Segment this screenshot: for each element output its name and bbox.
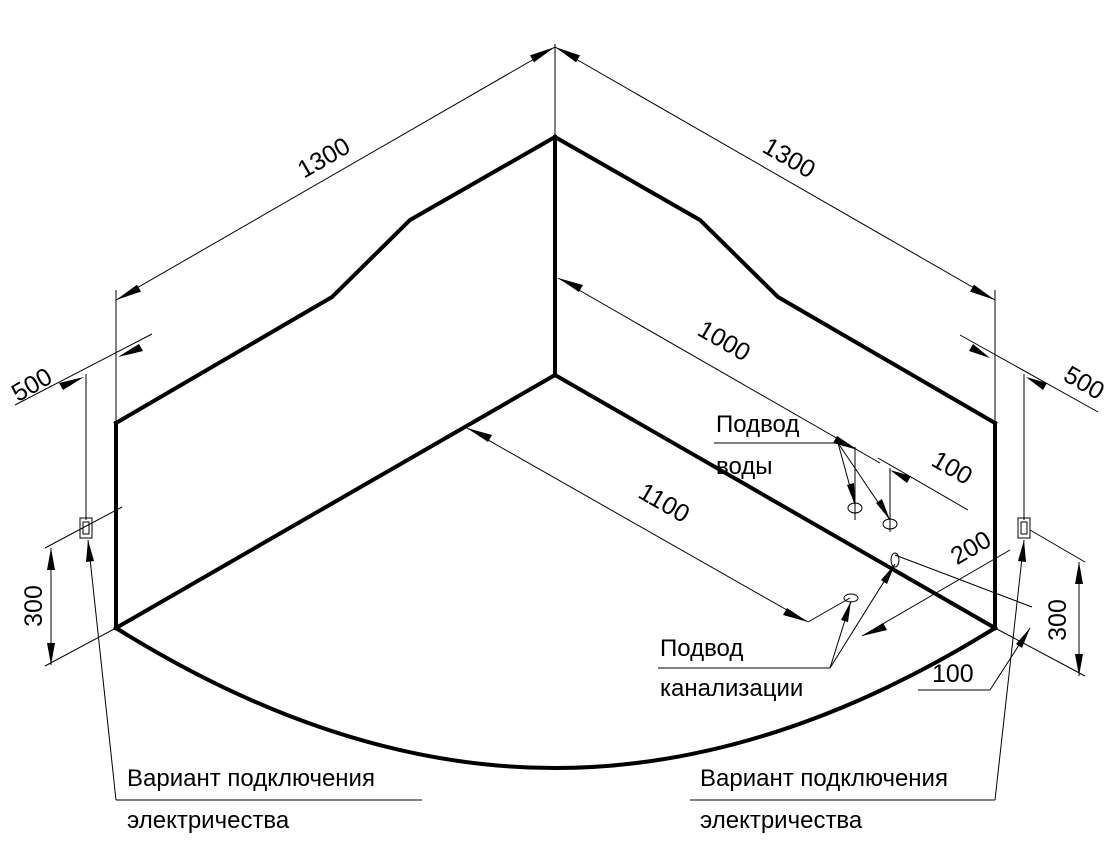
dimension-label: 1100 — [634, 478, 695, 529]
right-floor-edge — [552, 372, 998, 631]
dimension-label: 100 — [932, 660, 974, 688]
extension-line — [894, 554, 1033, 608]
water-supply-callout: Подвод воды — [714, 411, 898, 530]
dimension-top-right: 1300 — [554, 46, 996, 423]
arrowhead — [47, 643, 55, 665]
right-panel-top-edge — [552, 134, 998, 426]
electric-right-callout: Вариант подключения электричества — [690, 517, 1031, 834]
electric-label: электричества — [700, 807, 863, 834]
dimension-right-offset: 500 — [959, 334, 1109, 520]
leader-line — [87, 539, 117, 801]
arrowhead — [841, 601, 851, 622]
arrowhead — [1075, 562, 1083, 584]
extension-line — [44, 627, 117, 667]
water-inlet-icon — [882, 518, 898, 530]
dimension-label: 1000 — [693, 315, 755, 367]
drain-label: канализации — [660, 675, 803, 702]
dimension-drain-bottom: 100 — [918, 627, 1031, 691]
dimension-line — [959, 334, 1099, 413]
dimension-top-left: 1300 — [115, 44, 556, 423]
water-inlet-icon — [847, 502, 863, 514]
dimension-line — [877, 457, 969, 511]
drain-callout: Подвод канализации — [658, 552, 900, 702]
arrowhead — [881, 564, 895, 584]
arrowhead — [86, 540, 94, 562]
electric-socket-icon — [79, 517, 93, 539]
arrowhead — [555, 47, 580, 63]
dimension-label: 500 — [1059, 361, 1109, 406]
arrowhead — [876, 499, 890, 520]
leader-line — [994, 539, 1025, 801]
leader-line — [807, 597, 851, 623]
left-panel-top-edge — [113, 134, 558, 426]
dimension-left-height: 300 — [20, 506, 123, 667]
arrowhead — [558, 278, 583, 292]
arrowhead — [47, 548, 55, 570]
electric-label: электричества — [127, 807, 290, 834]
arrowhead — [1018, 540, 1026, 562]
dimension-water-offset: 100 — [854, 446, 977, 532]
electric-socket-icon — [1017, 517, 1031, 539]
arrowhead — [970, 284, 995, 300]
front-arc-edge — [113, 625, 998, 771]
arrowhead — [890, 470, 911, 483]
electric-label: Вариант подключения — [127, 765, 375, 792]
dimension-right-height: 300 — [994, 529, 1086, 677]
arrowhead — [1016, 628, 1030, 648]
dimension-label: 1300 — [758, 132, 820, 184]
water-supply-label: Подвод — [716, 411, 799, 438]
dimension-label: 300 — [20, 585, 48, 627]
dimension-line — [557, 277, 881, 464]
dimension-label: 1300 — [293, 132, 355, 184]
electric-socket-icon — [1020, 521, 1028, 535]
dimension-line — [115, 46, 556, 301]
dimension-label: 500 — [7, 363, 57, 408]
arrowhead — [118, 344, 143, 357]
extension-line — [994, 627, 1086, 677]
bathtub-outline — [113, 134, 998, 771]
electric-label: Вариант подключения — [700, 765, 948, 792]
arrowhead — [833, 436, 858, 450]
electric-socket-icon — [82, 521, 90, 535]
dimension-inner-diagonal: 1100 — [466, 427, 851, 623]
drain-outlet-icon — [843, 593, 859, 603]
drain-outlet-icon — [890, 552, 900, 568]
dimension-line — [466, 427, 809, 623]
water-supply-label: воды — [716, 453, 773, 480]
dimension-label: 100 — [927, 446, 977, 491]
arrowhead — [862, 623, 887, 636]
arrowhead — [1075, 654, 1083, 676]
dimension-left-offset: 500 — [7, 333, 153, 520]
drain-label: Подвод — [660, 635, 743, 662]
dimension-line — [14, 333, 153, 406]
arrowhead — [1026, 377, 1047, 390]
electric-left-callout: Вариант подключения электричества — [79, 517, 422, 834]
arrowhead — [467, 428, 492, 442]
dimension-label: 200 — [946, 526, 996, 571]
dimension-line — [861, 549, 1011, 637]
arrowhead — [847, 483, 855, 505]
arrowhead — [783, 608, 808, 622]
extension-line — [1029, 529, 1086, 563]
arrowhead — [116, 284, 141, 300]
dimension-label: 300 — [1044, 599, 1072, 641]
arrowhead — [969, 344, 990, 358]
arrowhead — [530, 47, 555, 63]
left-floor-edge — [113, 372, 558, 631]
arrowhead — [59, 377, 84, 390]
dimension-line — [554, 46, 996, 301]
